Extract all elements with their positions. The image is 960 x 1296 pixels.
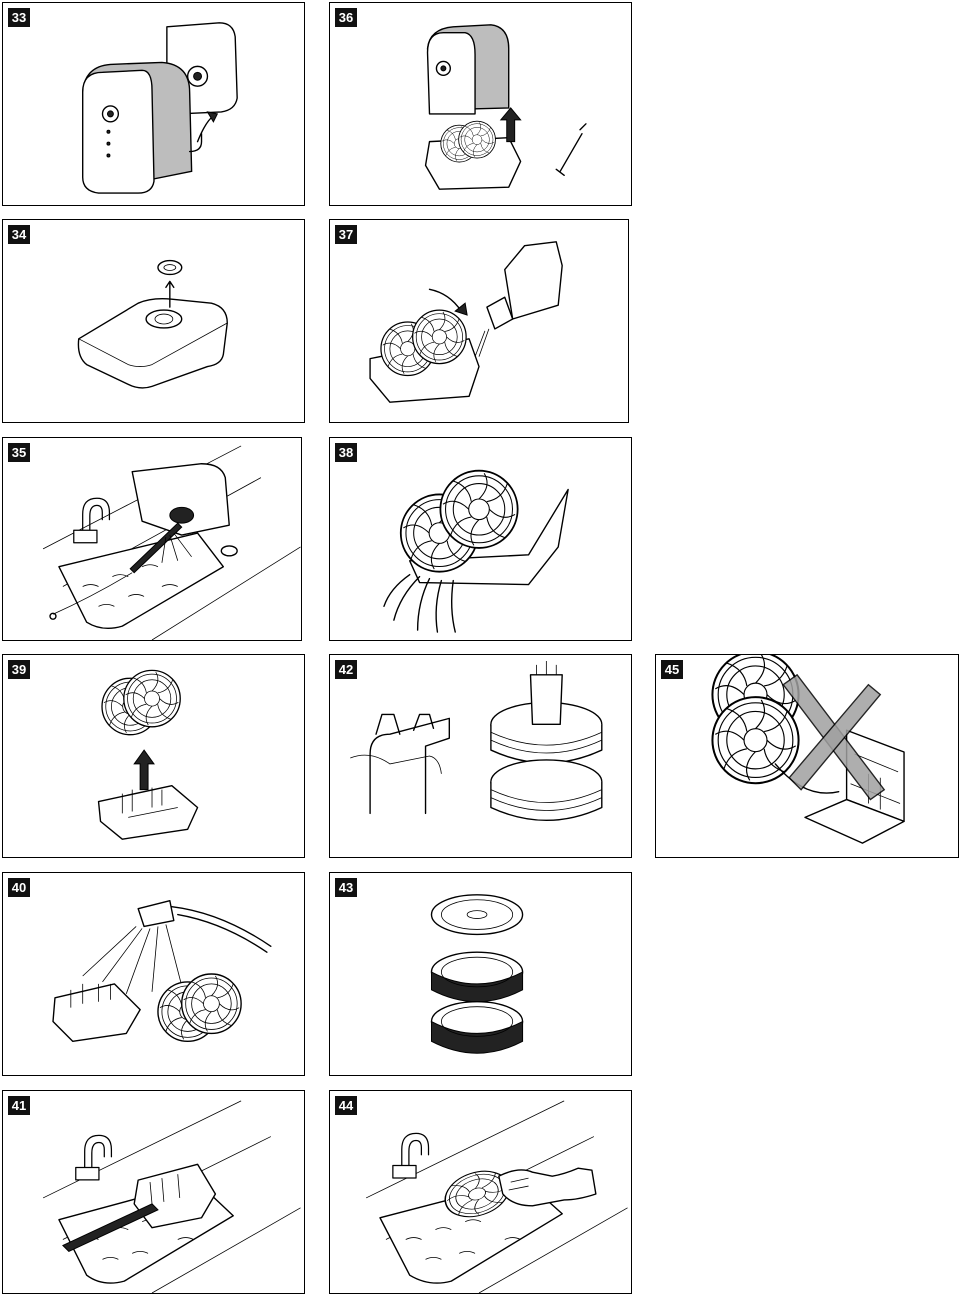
step-number-badge: 36	[335, 8, 357, 27]
disc-stack-separate-illustration	[350, 660, 603, 821]
humidifier-lid-removal-illustration	[81, 22, 238, 194]
tray-brush-clean-illustration	[42, 1100, 301, 1293]
step-number-badge: 41	[8, 1096, 30, 1115]
tank-brush-rinse-illustration	[42, 445, 301, 640]
step-number-badge: 38	[335, 443, 357, 462]
panel-42: 42	[329, 654, 632, 858]
panel-44: 44	[329, 1090, 632, 1294]
step-number-badge: 37	[335, 225, 357, 244]
shower-rinse-illustration	[52, 900, 272, 1043]
evaporator-cassette-lift-illustration	[424, 24, 587, 190]
disc-reassembly-illustration	[430, 894, 524, 1054]
no-dishwasher-illustration	[711, 655, 905, 844]
step-number-badge: 35	[8, 443, 30, 462]
panel-41: 41	[2, 1090, 305, 1294]
panel-37: 37	[329, 219, 629, 423]
step-number-badge: 42	[335, 660, 357, 679]
step-number-badge: 44	[335, 1096, 357, 1115]
panel-45: 45	[655, 654, 959, 858]
descaler-pour-illustration	[369, 241, 563, 403]
discs-drain-illustration	[383, 469, 569, 633]
step-number-badge: 33	[8, 8, 30, 27]
step-number-badge: 34	[8, 225, 30, 244]
panel-38: 38	[329, 437, 632, 641]
panel-39: 39	[2, 654, 305, 858]
panel-36: 36	[329, 2, 632, 206]
step-number-badge: 45	[661, 660, 683, 679]
panel-40: 40	[2, 872, 305, 1076]
step-number-badge: 39	[8, 660, 30, 679]
panel-33: 33	[2, 2, 305, 206]
disc-stack-removal-illustration	[97, 669, 199, 840]
panel-43: 43	[329, 872, 632, 1076]
step-number-badge: 43	[335, 878, 357, 897]
panel-34: 34	[2, 219, 305, 423]
step-number-badge: 40	[8, 878, 30, 897]
tank-cap-removal-illustration	[77, 259, 228, 389]
disc-hand-wipe-illustration	[365, 1100, 628, 1293]
panel-35: 35	[2, 437, 302, 641]
